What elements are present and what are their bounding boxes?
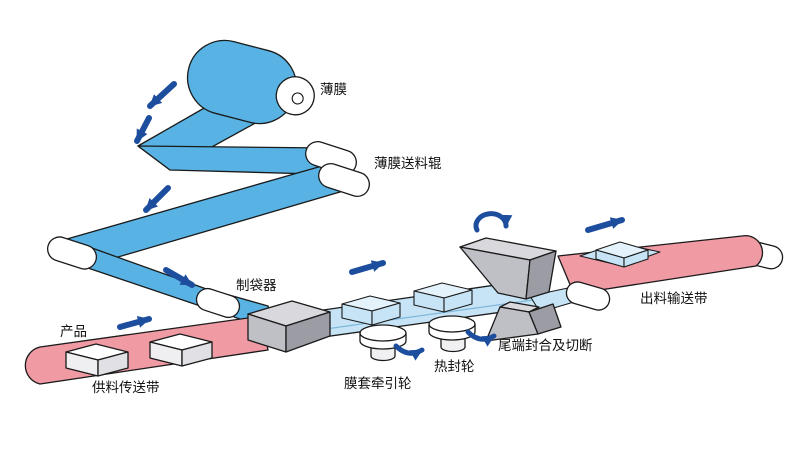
outfeed-conveyor-belt [557,234,764,295]
flow-arrow-tube [349,260,386,275]
sealing-jaw-top [459,237,557,300]
label-outfeed-conveyor: 出料输送带 [640,291,708,306]
outfeed-front-roller-body [565,281,611,311]
film-roll-core [291,92,304,105]
flow-arrow-web-down [143,185,171,213]
traction-wheel-rotation-arrow [393,343,425,361]
wrapped-product-1 [341,295,401,326]
wrapped-product-2-side [443,289,473,313]
label-infeed-conveyor: 供料传送带 [92,380,160,395]
flow-arrow-roll-1 [147,81,177,109]
film-web [59,102,358,332]
guide-roller-left-body [46,236,98,270]
traction-wheel [359,324,407,362]
label-film: 薄膜 [320,82,347,97]
label-product: 产品 [60,324,87,339]
film-roll [186,39,315,125]
feed-roller-bottom-body [318,163,370,197]
sealing-jaw-top-side [525,250,557,300]
jaw-rotation-arrow [473,211,513,233]
label-bag-former: 制袋器 [236,278,277,293]
feed-roller-bottom [318,163,370,197]
product-box-2-side [181,341,213,367]
label-heat-seal-wheel: 热封轮 [434,359,475,374]
label-film-feed-roller: 薄膜送料辊 [374,156,442,171]
film-web-descending-sheet [59,161,358,268]
flow-arrow-to-former [163,267,195,288]
product-box-2 [149,333,213,367]
wrapped-product-2 [413,282,473,313]
product-box-1 [65,343,129,377]
sealing-jaw-bottom [485,301,562,342]
bag-former-side [285,311,331,353]
finished-package-side [623,249,649,268]
guide-roller-left [46,236,98,270]
finished-package [579,241,661,268]
heat-seal-wheel [428,315,476,353]
label-film-traction-wheel: 膜套牵引轮 [344,376,412,391]
label-end-seal-and-cut: 尾端封合及切断 [498,338,593,353]
wrapped-product-1-side [371,302,401,326]
bag-former [247,300,331,353]
heat-seal-wheel-top [428,315,476,333]
flow-arrow-outfeed [585,217,625,233]
heat-seal-wheel-rotation-arrow [465,329,497,347]
guide-roller-former [195,287,241,319]
sealing-jaw-bottom-side [528,303,562,335]
traction-wheel-top [359,324,407,342]
flow-arrow-infeed [117,316,152,330]
labels: 薄膜 薄膜送料辊 制袋器 产品 供料传送带 膜套牵引轮 热封轮 尾端封合及切断 … [60,82,708,395]
flow-arrows [117,81,625,361]
flow-arrow-roll-2 [134,115,152,144]
guide-roller-former-body [195,287,241,319]
outfeed-front-roller [565,281,611,311]
film-tube-seam [289,298,541,335]
product-box-1-side [97,351,129,377]
